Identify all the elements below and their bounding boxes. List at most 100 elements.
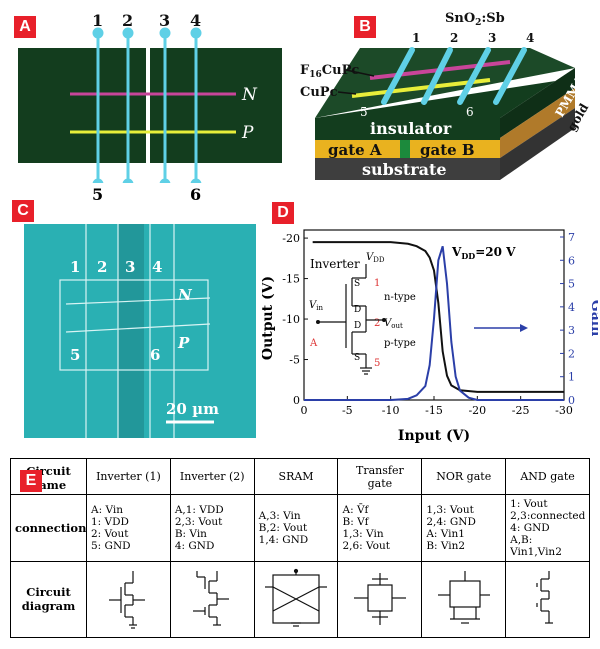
y2-tick-label: 0 bbox=[568, 394, 575, 407]
right-substrate bbox=[150, 48, 282, 163]
inset-nodeA: A bbox=[309, 338, 318, 349]
device-top bbox=[315, 48, 575, 118]
inset-node2: 2 bbox=[374, 318, 380, 329]
x-tick-label: -5 bbox=[342, 404, 353, 417]
y-tick-label: -10 bbox=[282, 313, 300, 326]
panel-a: A 1 2 3 4 N P 5 6 bbox=[10, 8, 290, 204]
inset-title: Inverter bbox=[310, 257, 360, 271]
x-axis-label: Input (V) bbox=[398, 428, 470, 444]
inset-ptype: p-type bbox=[384, 338, 416, 349]
col-sram: SRAM bbox=[253, 457, 339, 496]
cupc-line bbox=[351, 78, 491, 98]
row-header-diagram: Circuit diagram bbox=[10, 560, 87, 639]
c-label-2: 2 bbox=[97, 258, 107, 276]
a-label-5: 5 bbox=[92, 185, 104, 204]
y2-axis-label: Gain bbox=[588, 300, 598, 337]
panel-b-tag: B bbox=[354, 16, 376, 38]
inset-d-bot: D bbox=[354, 321, 361, 331]
y-axis-label: Output (V) bbox=[262, 276, 276, 360]
b-label-4: 4 bbox=[526, 31, 534, 45]
inset-vout: Vout bbox=[384, 318, 403, 330]
a-label-6: 6 bbox=[190, 185, 202, 204]
c-label-n: N bbox=[177, 286, 193, 304]
panel-c: C 1 2 3 4 5 6 N P 20 µm bbox=[10, 200, 260, 445]
c-label-p: P bbox=[177, 334, 190, 352]
diagram-sram bbox=[253, 560, 339, 639]
gold-side bbox=[500, 88, 575, 158]
table-header-row: Circuit name Inverter (1) Inverter (2) S… bbox=[10, 457, 590, 496]
y-tick-label: -15 bbox=[282, 273, 300, 286]
panel-d-tag: D bbox=[272, 202, 294, 224]
panel-a-tag: A bbox=[14, 16, 36, 38]
panel-c-figure: 1 2 3 4 5 6 N P 20 µm bbox=[24, 224, 256, 438]
inset-node5: 5 bbox=[374, 358, 380, 369]
gain-series-line bbox=[304, 246, 564, 401]
diagram-inverter2 bbox=[169, 560, 255, 639]
a-label-n: N bbox=[241, 85, 258, 105]
row-header-connection: connection bbox=[10, 494, 87, 562]
a-label-1: 1 bbox=[92, 11, 103, 30]
y2-tick-label: 6 bbox=[568, 254, 575, 267]
panel-a-figure: 1 2 3 4 N P bbox=[18, 11, 282, 190]
left-substrate bbox=[18, 48, 146, 163]
inset-vin: Vin bbox=[309, 300, 323, 312]
inset-s-bot: S bbox=[354, 353, 360, 363]
x-tick-label: -30 bbox=[555, 404, 573, 417]
c-label-5: 5 bbox=[70, 346, 80, 364]
col-transfer: Transfer gate bbox=[337, 457, 423, 496]
y2-tick-label: 3 bbox=[568, 324, 575, 337]
col-and: AND gate bbox=[505, 457, 590, 496]
panel-e-tag: E bbox=[20, 470, 42, 492]
panel-b: B 1 2 3 4 SnO2:Sb F16CuPc Cu bbox=[300, 8, 595, 198]
scale-label: 20 µm bbox=[166, 400, 219, 418]
inset-s-top: S bbox=[354, 279, 360, 289]
micrograph-lines bbox=[59, 224, 211, 438]
b-label-6: 6 bbox=[466, 105, 474, 119]
c-label-3: 3 bbox=[125, 258, 135, 276]
y2-tick-label: 7 bbox=[568, 231, 575, 244]
y-tick-label: -20 bbox=[282, 232, 300, 245]
inset-vdd: VDD bbox=[366, 252, 385, 264]
y-tick-label: -5 bbox=[289, 354, 300, 367]
c-label-6: 6 bbox=[150, 346, 160, 364]
y2-tick-label: 1 bbox=[568, 371, 575, 384]
b-label-1: 1 bbox=[412, 31, 420, 45]
panel-b-figure: 1 2 3 4 SnO2:Sb F16CuPc CuPc 5 6 insulat… bbox=[300, 11, 592, 180]
b-electrodes bbox=[381, 47, 527, 105]
col-inverter2: Inverter (2) bbox=[169, 457, 255, 496]
y2-tick-label: 5 bbox=[568, 278, 575, 291]
a-label-3: 3 bbox=[159, 11, 170, 30]
y2-tick-label: 4 bbox=[568, 301, 575, 314]
sno2-label: SnO2:Sb bbox=[445, 11, 505, 28]
c-label-1: 1 bbox=[70, 258, 80, 276]
y2-tick-label: 2 bbox=[568, 347, 575, 360]
insulator-layer bbox=[315, 118, 500, 140]
a-label-2: 2 bbox=[122, 11, 133, 30]
gate-a bbox=[315, 140, 400, 158]
b-label-5: 5 bbox=[360, 105, 368, 119]
inverter-inset: Inverter VDD Vin Vout n-type p-type 1 2 … bbox=[309, 252, 416, 375]
cupc-label: CuPc bbox=[300, 85, 338, 100]
substrate-label: substrate bbox=[362, 160, 447, 179]
table-diagram-row: Circuit diagram bbox=[10, 560, 590, 639]
col-nor: NOR gate bbox=[421, 457, 507, 496]
c-label-4: 4 bbox=[152, 258, 162, 276]
x-tick-label: 0 bbox=[301, 404, 308, 417]
gate-b-label: gate B bbox=[420, 141, 475, 159]
condition-label: VDD=20 V bbox=[451, 245, 516, 261]
col-inverter1: Inverter (1) bbox=[86, 457, 171, 496]
a-label-p: P bbox=[241, 123, 254, 143]
x-tick-label: -15 bbox=[425, 404, 443, 417]
y-tick-label: 0 bbox=[293, 394, 300, 407]
f16cupc-label: F16CuPc bbox=[300, 63, 359, 80]
x-tick-label: -25 bbox=[512, 404, 530, 417]
inset-d-top: D bbox=[354, 305, 361, 315]
